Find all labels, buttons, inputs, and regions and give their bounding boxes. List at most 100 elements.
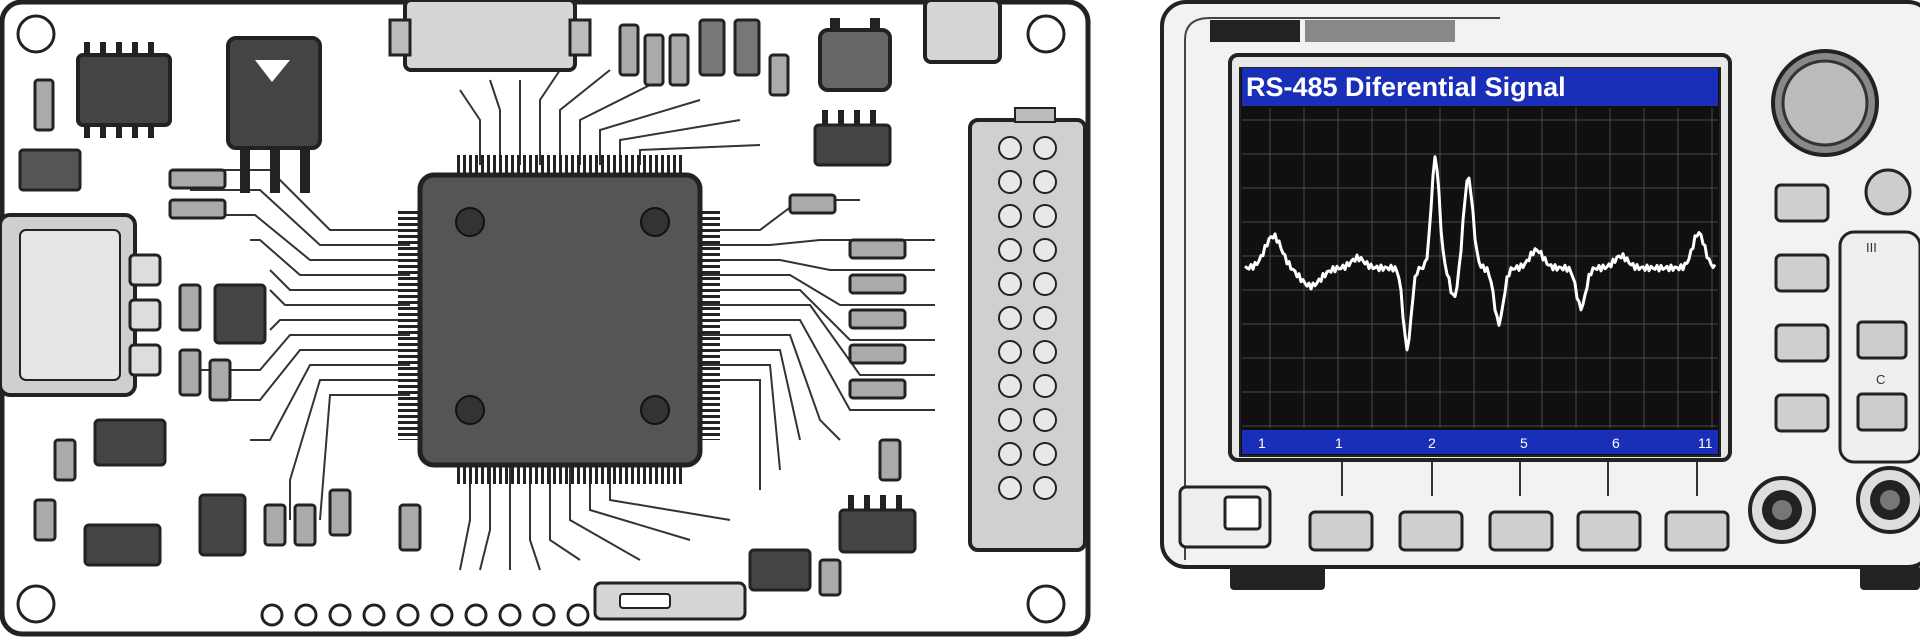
status-label: 1: [1258, 435, 1266, 451]
top-usb-connector: [388, 0, 592, 72]
status-label: 2: [1428, 435, 1436, 451]
header-pin: [998, 306, 1022, 330]
test-point: [362, 603, 386, 627]
small-ic: [198, 493, 247, 557]
pin-header: [968, 107, 1087, 552]
bnc-input[interactable]: [1856, 466, 1920, 534]
test-point: [498, 603, 522, 627]
chip-mark-dot: [640, 207, 670, 237]
test-point: [294, 603, 318, 627]
mounting-hole: [16, 14, 56, 54]
header-pin: [998, 408, 1022, 432]
bnc-input[interactable]: [1748, 476, 1816, 544]
scope-foot: [1860, 565, 1920, 590]
test-point: [532, 603, 556, 627]
header-pin: [998, 272, 1022, 296]
test-point: [430, 603, 454, 627]
header-pin: [998, 374, 1022, 398]
softkey-button[interactable]: [1488, 510, 1554, 552]
scope-title-bar: [1242, 68, 1718, 106]
header-pin: [998, 476, 1022, 500]
small-ic: [93, 418, 167, 467]
mounting-hole: [1026, 14, 1066, 54]
header-pin: [1033, 374, 1057, 398]
header-pin: [998, 136, 1022, 160]
header-pin: [998, 170, 1022, 194]
waveform-trace: [1244, 155, 1717, 352]
test-point: [328, 603, 352, 627]
test-point: [464, 603, 488, 627]
side-button[interactable]: [1774, 323, 1830, 363]
status-label: 11: [1698, 435, 1713, 451]
ic-soic: [76, 42, 172, 138]
side-button[interactable]: [1774, 183, 1830, 223]
header-pin: [1033, 476, 1057, 500]
header-pin: [1033, 170, 1057, 194]
status-label: 1: [1335, 435, 1343, 451]
voltage-regulator: [226, 36, 322, 193]
scope-foot: [1230, 565, 1325, 590]
header-pin: [1033, 272, 1057, 296]
side-panel-button[interactable]: [1856, 320, 1908, 360]
pcb-traces: [180, 69, 935, 571]
small-ic: [213, 283, 267, 345]
side-panel-label: III: [1866, 240, 1877, 255]
header-pin: [1033, 204, 1057, 228]
test-point: [260, 603, 284, 627]
header-pin: [1033, 238, 1057, 262]
scope-title: RS-485 Diferential Signal: [1246, 72, 1566, 102]
resistor-row: [618, 18, 790, 97]
softkey-lines: [1341, 462, 1698, 496]
resistor-column: [788, 193, 907, 400]
header-pin: [998, 238, 1022, 262]
softkey-button[interactable]: [1664, 510, 1730, 552]
header-pin: [998, 340, 1022, 364]
side-panel-label: C: [1876, 372, 1885, 387]
small-ic: [813, 110, 892, 167]
small-ic: [748, 548, 812, 592]
pcb-board: [0, 0, 1091, 637]
side-button[interactable]: [1774, 393, 1830, 433]
test-points: [260, 603, 590, 627]
scope-grid: [1242, 108, 1718, 428]
knob[interactable]: [1771, 49, 1879, 157]
header-pin: [998, 204, 1022, 228]
header-pin: [1033, 442, 1057, 466]
scope-status-bar: [1242, 430, 1718, 454]
header-pin: [1033, 408, 1057, 432]
side-panel-button[interactable]: [1856, 392, 1908, 432]
mounting-hole: [1026, 584, 1066, 624]
side-button-column: [1774, 183, 1830, 433]
small-ic: [83, 523, 162, 567]
chip-mark-dot: [640, 395, 670, 425]
header-pin: [998, 442, 1022, 466]
scope-top-bar: [1305, 20, 1455, 42]
round-button[interactable]: [1864, 168, 1912, 216]
softkey-row: [1308, 510, 1730, 552]
softkey-button[interactable]: [1576, 510, 1642, 552]
header-pin: [1033, 136, 1057, 160]
chip-pin1-dot: [455, 207, 485, 237]
header-pin: [1033, 340, 1057, 364]
scope-top-bar: [1210, 20, 1300, 42]
bottom-connector: [593, 581, 747, 621]
top-right-connector: [923, 0, 1002, 64]
mcu-chip: [398, 155, 720, 484]
chip-mark-dot: [455, 395, 485, 425]
small-ic: [838, 495, 917, 554]
db-connector: [0, 213, 162, 397]
crystal: [818, 18, 892, 92]
softkey-button[interactable]: [1398, 510, 1464, 552]
status-label: 5: [1520, 435, 1528, 451]
side-button[interactable]: [1774, 253, 1830, 293]
softkey-button[interactable]: [1308, 510, 1374, 552]
mounting-hole: [16, 584, 56, 624]
status-label: 6: [1612, 435, 1620, 451]
test-point: [566, 603, 590, 627]
power-button[interactable]: [1223, 495, 1262, 531]
resistor-column: [18, 78, 902, 597]
header-pin: [1033, 306, 1057, 330]
